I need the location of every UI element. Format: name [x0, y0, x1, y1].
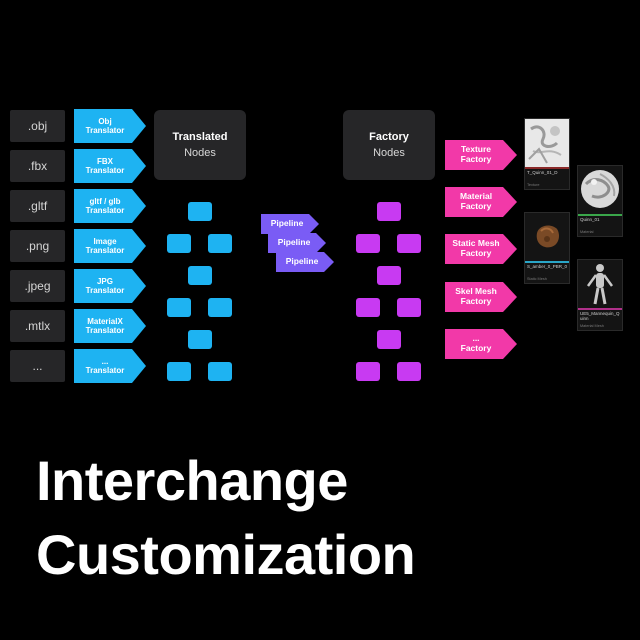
material-preview-image — [578, 166, 622, 214]
factory-label: Texture — [460, 144, 492, 155]
factory-label: Factory — [460, 154, 492, 164]
asset-thumbnail-static-mesh[interactable]: S_amber_0_PBR_0 Static Mesh — [524, 212, 570, 284]
file-type-box: .gltf — [10, 190, 65, 222]
asset-thumbnail-material[interactable]: Quinn_01 Material — [577, 165, 623, 237]
texture-preview-image — [525, 119, 569, 167]
asset-type: Material — [580, 230, 594, 234]
asset-type-color-bar — [578, 214, 622, 216]
factory-label: Skel Mesh — [455, 286, 497, 297]
translated-node — [188, 330, 212, 349]
factory-node — [377, 266, 401, 285]
asset-type: Texture — [527, 183, 540, 187]
factory-label: Material — [459, 191, 493, 202]
pipeline-label: Pipeline — [285, 256, 319, 267]
translator-label: Translator — [85, 286, 125, 295]
translator-label: Image — [93, 236, 117, 246]
translator-label: FBX — [97, 156, 113, 166]
pipeline-arrow: Pipeline — [261, 214, 319, 234]
static-mesh-preview-image — [525, 213, 569, 261]
factory-label: Factory — [460, 201, 492, 211]
translated-node — [208, 234, 232, 253]
file-type-box: .fbx — [10, 150, 65, 182]
factory-node — [377, 330, 401, 349]
translated-node — [208, 362, 232, 381]
pipeline-arrow: Pipeline — [268, 233, 326, 253]
file-type-box: .obj — [10, 110, 65, 142]
asset-name: UE5_Mannequin_Quinn — [580, 311, 620, 322]
translator-label: gltf / glb — [89, 196, 121, 206]
asset-type: Static Mesh — [527, 277, 547, 281]
file-type-box: .png — [10, 230, 65, 262]
factory-label: ... — [472, 333, 480, 344]
panel-subtitle: Nodes — [373, 147, 405, 159]
file-type-box: .jpeg — [10, 270, 65, 302]
asset-type-color-bar — [525, 167, 569, 169]
asset-name: S_amber_0_PBR_0 — [527, 264, 568, 269]
translated-node — [167, 362, 191, 381]
factory-label: Static Mesh — [452, 238, 500, 249]
file-type-box: ... — [10, 350, 65, 382]
pipeline-arrow: Pipeline — [276, 252, 334, 272]
factory-label: Factory — [460, 296, 492, 306]
skeletal-mesh-preview-image — [578, 260, 622, 308]
factory-label: Factory — [460, 343, 492, 353]
factory-node — [356, 298, 380, 317]
panel-title: Factory — [369, 131, 409, 143]
translator-label: ... — [101, 356, 109, 366]
asset-type-color-bar — [525, 261, 569, 263]
pipeline-label: Pipeline — [270, 218, 304, 229]
translated-node — [188, 266, 212, 285]
translated-nodes-panel: Translated Nodes — [154, 110, 246, 180]
translator-label: Translator — [85, 326, 125, 335]
translator-label: Translator — [85, 246, 125, 255]
asset-thumbnail-skeletal-mesh[interactable]: UE5_Mannequin_Quinn Material Mesh — [577, 259, 623, 331]
translator-arrow: ...Translator — [74, 349, 146, 383]
translated-node — [208, 298, 232, 317]
translated-node — [188, 202, 212, 221]
factory-node — [356, 362, 380, 381]
panel-title: Translated — [172, 131, 228, 143]
asset-name: T_Quinn_01_D — [527, 170, 558, 175]
translator-label: Translator — [85, 366, 125, 375]
file-type-box: .mtlx — [10, 310, 65, 342]
factory-node — [397, 362, 421, 381]
factory-nodes-panel: Factory Nodes — [343, 110, 435, 180]
translator-label: JPG — [96, 276, 113, 286]
headline-line-1: Interchange — [36, 449, 348, 512]
translator-label: Obj — [98, 116, 112, 126]
factory-label: Factory — [460, 248, 492, 258]
asset-type-color-bar — [578, 308, 622, 310]
translated-node — [167, 234, 191, 253]
factory-node — [356, 234, 380, 253]
translator-label: Translator — [85, 206, 125, 215]
factory-node — [377, 202, 401, 221]
factory-node — [397, 298, 421, 317]
asset-name: Quinn_01 — [580, 217, 600, 222]
translator-label: MaterialX — [87, 316, 123, 326]
translated-node — [167, 298, 191, 317]
translator-label: Translator — [85, 126, 125, 135]
pipeline-label: Pipeline — [277, 237, 311, 248]
headline-line-2: Customization — [36, 523, 416, 586]
factory-node — [397, 234, 421, 253]
factory-arrow: ...Factory — [445, 329, 517, 359]
asset-thumbnail-texture[interactable]: T_Quinn_01_D Texture — [524, 118, 570, 190]
asset-type: Material Mesh — [580, 324, 604, 328]
panel-subtitle: Nodes — [184, 147, 216, 159]
translator-label: Translator — [85, 166, 125, 175]
